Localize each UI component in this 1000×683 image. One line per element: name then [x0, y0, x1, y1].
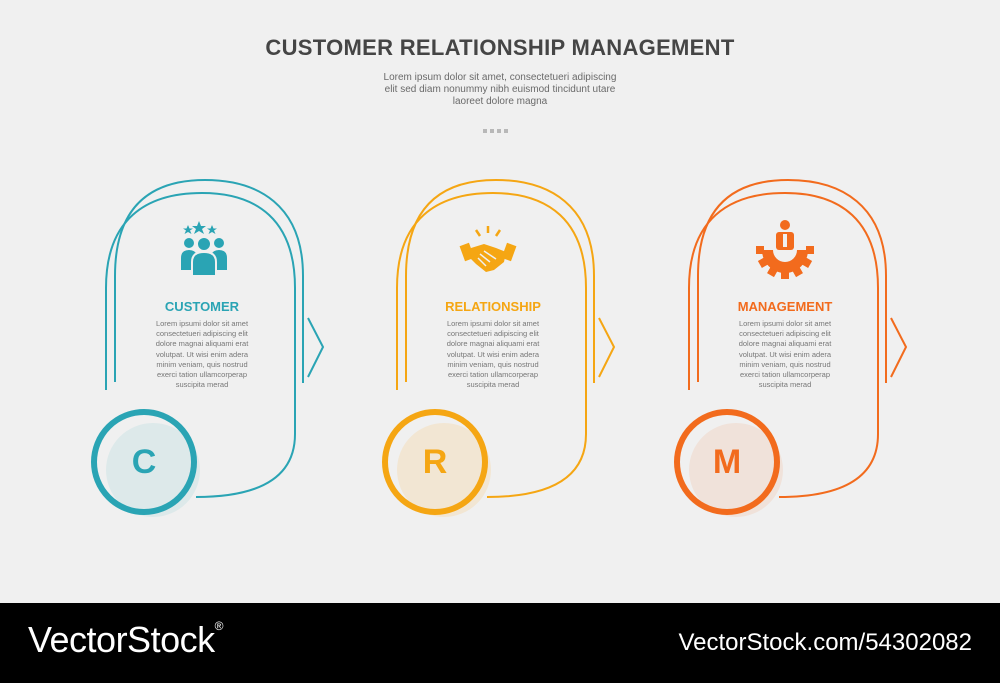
- card-shapes: [91, 178, 908, 517]
- card-text-line: consectetueri adipiscing elit: [739, 329, 831, 339]
- badge-circle-fill: [106, 423, 200, 517]
- card-text-line: consectetueri adipiscing elit: [156, 329, 248, 339]
- subtitle-line: Lorem ipsum dolor sit amet, consectetuer…: [383, 72, 617, 83]
- card-text-line: Lorem ipsumi dolor sit amet: [738, 319, 832, 328]
- card-text-line: consectetueri adipiscing elit: [447, 329, 539, 339]
- badge-ring: [91, 409, 197, 515]
- subtitle-line: elit sed diam nonummy nibh euismod tinci…: [384, 84, 616, 95]
- card-description-customer: Lorem ipsumi dolor sit amet consectetuer…: [142, 319, 262, 390]
- card-text-line: suscipita merad: [758, 380, 812, 390]
- manager-gear-icon: [756, 220, 814, 279]
- card-text-line: minim veniam, quis nostrud: [739, 359, 831, 369]
- card-text-line: suscipita merad: [175, 380, 229, 390]
- card-text-line: volutpat. Ut wisi enim adera: [446, 349, 540, 359]
- card-2: [382, 178, 616, 517]
- watermark-footer: VectorStock® VectorStock.com/54302082: [0, 603, 1000, 683]
- card-title-relationship: RELATIONSHIP: [445, 299, 541, 314]
- badge-circle-fill: [397, 423, 491, 517]
- badge-letter-m: M: [712, 443, 742, 481]
- card-text-line: dolore magnai aliquami erat: [738, 339, 832, 349]
- card-text-line: suscipita merad: [466, 380, 520, 390]
- card-text-line: dolore magnai aliquami erat: [446, 339, 540, 349]
- infographic-canvas: CUSTOMER RELATIONSHIP MANAGEMENT Lorem i…: [91, 35, 908, 517]
- vectorstock-logo: VectorStock®: [28, 619, 223, 661]
- card-text-line: minim veniam, quis nostrud: [447, 359, 539, 369]
- card-description-relationship: Lorem ipsumi dolor sit amet consectetuer…: [433, 319, 553, 390]
- card-text-line: Lorem ipsumi dolor sit amet: [446, 319, 540, 328]
- brand-name: VectorStock: [28, 619, 215, 660]
- card-text-line: dolore magnai aliquami erat: [155, 339, 249, 349]
- card-text-line: exerci tation ullamcorperap: [447, 370, 539, 380]
- card-text-line: exerci tation ullamcorperap: [739, 370, 831, 380]
- card-text-line: minim veniam, quis nostrud: [156, 359, 248, 369]
- image-id: VectorStock.com/54302082: [678, 629, 972, 656]
- badge-ring: [382, 409, 488, 515]
- separator-dots: [483, 120, 523, 133]
- card-description-management: Lorem ipsumi dolor sit amet consectetuer…: [725, 319, 845, 390]
- card-text-line: volutpat. Ut wisi enim adera: [155, 349, 249, 359]
- handshake-icon: [459, 226, 517, 272]
- page-title: CUSTOMER RELATIONSHIP MANAGEMENT: [265, 35, 735, 60]
- customer-group-stars-icon: [181, 221, 227, 277]
- card-title-customer: CUSTOMER: [164, 299, 240, 314]
- card-title-management: MANAGEMENT: [737, 299, 833, 314]
- card-text-line: volutpat. Ut wisi enim adera: [738, 349, 832, 359]
- badge-ring: [674, 409, 780, 515]
- subtitle-line: laoreet dolore magna: [452, 96, 548, 107]
- page-subtitle: Lorem ipsum dolor sit amet, consectetuer…: [350, 72, 650, 108]
- registered-mark: ®: [214, 619, 224, 633]
- card-3: [674, 178, 908, 517]
- card-text-line: exerci tation ullamcorperap: [156, 370, 248, 380]
- card-1: [91, 178, 325, 517]
- badge-letter-r: R: [422, 443, 448, 481]
- badge-circle-fill: [689, 423, 783, 517]
- card-text-line: Lorem ipsumi dolor sit amet: [155, 319, 249, 328]
- badge-letter-c: C: [131, 443, 157, 481]
